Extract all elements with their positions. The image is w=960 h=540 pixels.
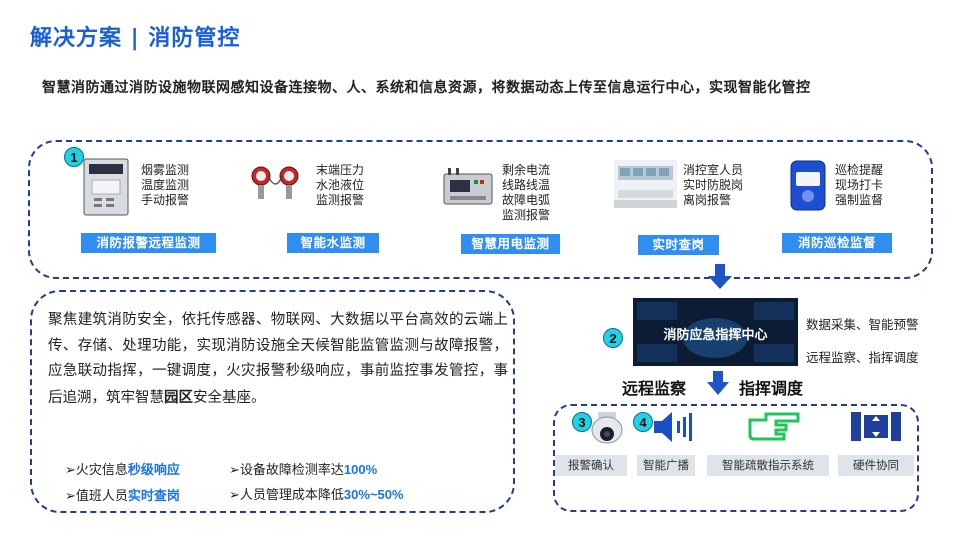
step-badge-1: 1	[64, 147, 84, 167]
bullet-duty-check: ➢值班人员实时查岗	[65, 488, 180, 504]
step-badge-4: 4	[633, 412, 653, 432]
speaker-icon	[652, 410, 694, 444]
label-fire-alarm-remote-monitoring[interactable]: 消防报警远程监测	[81, 233, 216, 253]
command-center-feature-2: 远程监察、指挥调度	[806, 350, 919, 365]
linkage-panel	[553, 404, 919, 512]
description-panel	[30, 290, 515, 513]
description-paragraph: 聚焦建筑消防安全，依托传感器、物联网、大数据以平台高效的云端上传、存储、处理功能…	[48, 312, 508, 406]
patrol-tag-image	[790, 160, 826, 211]
arrow-down-icon	[706, 371, 730, 396]
monitoring-features-panel	[28, 140, 933, 279]
label-fire-patrol-supervision[interactable]: 消防巡检监督	[782, 233, 892, 253]
pointing-hand-icon	[746, 410, 802, 444]
hardware-icon	[850, 410, 902, 443]
page-subtitle: 智慧消防通过消防设施物联网感知设备连接物、人、系统和信息资源，将数据动态上传至信…	[42, 80, 811, 96]
bullet-fire-response: ➢火灾信息秒级响应	[65, 462, 180, 478]
label-smart-water-monitoring[interactable]: 智能水监测	[287, 233, 379, 253]
feature-text-fire-alarm: 烟雾监测 温度监测 手动报警	[141, 163, 190, 207]
step-badge-3: 3	[572, 412, 592, 432]
command-center-feature-1: 数据采集、智能预警	[806, 317, 919, 332]
remote-supervision-caption: 远程监察	[622, 379, 687, 398]
bullet-fault-detection: ➢设备故障检测率达100%	[229, 462, 378, 478]
arrow-down-icon	[707, 264, 733, 290]
feature-text-electric: 剩余电流 线路线温 故障电弧 监测报警	[502, 163, 551, 222]
label-real-time-duty-check[interactable]: 实时查岗	[638, 235, 719, 255]
command-center-label: 消防应急指挥中心	[663, 328, 768, 343]
bullet-cost-reduction: ➢人员管理成本降低30%~50%	[229, 487, 404, 503]
feature-text-patrol: 巡检提醒 现场打卡 强制监督	[835, 163, 884, 207]
label-hardware-coordination[interactable]: 硬件协同	[838, 455, 914, 476]
feature-text-water: 末端压力 水池液位 监测报警	[316, 163, 365, 207]
label-evacuation-system[interactable]: 智能疏散指示系统	[707, 455, 829, 476]
control-room-image	[614, 160, 677, 208]
page-title: 解决方案 | 消防管控	[30, 26, 241, 51]
water-sensor-image	[248, 162, 304, 206]
camera-icon	[588, 412, 626, 446]
command-center-image: 消防应急指挥中心	[633, 298, 798, 366]
label-smart-broadcast[interactable]: 智能广播	[637, 455, 695, 476]
feature-text-duty-check: 消控室人员 实时防脱岗 离岗报警	[683, 163, 744, 207]
step-badge-2: 2	[603, 328, 623, 348]
label-smart-electric-monitoring[interactable]: 智慧用电监测	[461, 234, 560, 254]
electric-monitor-image	[442, 166, 494, 210]
command-dispatch-caption: 指挥调度	[739, 379, 804, 398]
label-alarm-confirm[interactable]: 报警确认	[555, 455, 627, 476]
alarm-panel-image	[80, 158, 132, 216]
